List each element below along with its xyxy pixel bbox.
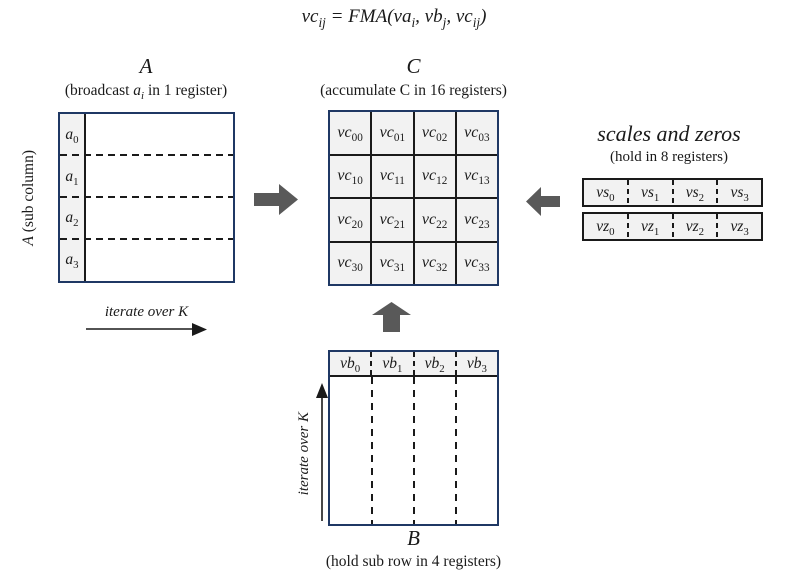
- a-row-divider: [60, 154, 233, 156]
- vs-cell-2: vs2: [685, 183, 705, 204]
- bar-divider: [454, 352, 457, 375]
- vz-cell-1: vz1: [640, 217, 660, 238]
- arrow-right-icon: [254, 184, 298, 215]
- c-cell-21: vc21: [372, 199, 413, 241]
- b-register-row: vb0 vb1 vb2 vb3: [330, 352, 497, 377]
- arrow-up-icon: [372, 302, 411, 332]
- bar-divider: [626, 180, 629, 205]
- a-cell-1: a1: [65, 167, 79, 188]
- scales-subtitle: (hold in 8 registers): [610, 149, 728, 165]
- iterate-right-arrow-icon: [86, 323, 207, 336]
- c-subtitle: (accumulate C in 16 registers): [320, 82, 507, 99]
- b-iterate-label: iterate over K: [295, 412, 312, 496]
- scales-title: scales and zeros: [597, 121, 741, 146]
- a-cell-0: a0: [65, 125, 79, 146]
- bar-divider: [412, 352, 415, 375]
- a-row-divider: [60, 238, 233, 240]
- c-cell-03: vc03: [456, 112, 497, 154]
- vz-cell-0: vz0: [596, 217, 615, 238]
- b-subtitle: (hold sub row in 4 registers): [325, 553, 502, 570]
- a-row-divider: [60, 196, 233, 198]
- bar-divider: [716, 180, 719, 205]
- c-cell-11: vc11: [372, 155, 413, 197]
- vz-register-bar: vz0 vz1 vz2 vz3: [582, 212, 763, 241]
- b-matrix: vb0 vb1 vb2 vb3: [328, 350, 499, 526]
- c-title: C: [406, 54, 421, 78]
- c-cell-23: vc23: [456, 199, 497, 241]
- b-col-divider: [371, 377, 373, 524]
- c-cell-00: vc00: [330, 112, 371, 154]
- vs-cell-1: vs1: [640, 183, 660, 204]
- c-cell-30: vc30: [330, 242, 371, 284]
- c-matrix: vc00 vc01 vc02 vc03 vc10 vc11 vc12 vc13 …: [328, 110, 499, 286]
- c-cell-22: vc22: [414, 199, 455, 241]
- bar-divider: [626, 214, 629, 239]
- c-register-grid: vc00 vc01 vc02 vc03 vc10 vc11 vc12 vc13 …: [330, 112, 497, 284]
- bar-divider: [671, 180, 674, 205]
- c-cell-02: vc02: [414, 112, 455, 154]
- c-cell-13: vc13: [456, 155, 497, 197]
- a-title: A: [139, 54, 153, 78]
- c-cell-31: vc31: [372, 242, 413, 284]
- b-cell-2: vb2: [424, 354, 445, 375]
- bar-divider: [370, 352, 373, 375]
- b-cell-0: vb0: [340, 354, 361, 375]
- iterate-up-arrow-icon: [316, 383, 328, 521]
- a-matrix: a0 a1 a2 a3: [58, 112, 235, 283]
- b-col-divider: [413, 377, 415, 524]
- vz-cell-2: vz2: [685, 217, 705, 238]
- a-subtitle: (broadcast ai in 1 register): [64, 82, 228, 103]
- c-cell-12: vc12: [414, 155, 455, 197]
- a-iterate-label: iterate over K: [104, 304, 189, 320]
- c-cell-20: vc20: [330, 199, 371, 241]
- vs-cell-3: vs3: [730, 183, 749, 204]
- arrow-left-icon: [526, 187, 560, 216]
- bar-divider: [671, 214, 674, 239]
- fma-formula: vcij = FMA(vai, vbj, vcij): [301, 6, 487, 30]
- bar-divider: [716, 214, 719, 239]
- c-cell-33: vc33: [456, 242, 497, 284]
- c-cell-10: vc10: [330, 155, 371, 197]
- b-title: B: [407, 526, 420, 550]
- a-cell-3: a3: [65, 251, 79, 272]
- vs-cell-0: vs0: [596, 183, 615, 204]
- vz-cell-3: vz3: [730, 217, 749, 238]
- b-col-divider: [455, 377, 457, 524]
- a-cell-2: a2: [65, 209, 79, 230]
- a-side-label: A (sub column): [20, 149, 37, 246]
- c-cell-32: vc32: [414, 242, 455, 284]
- vs-register-bar: vs0 vs1 vs2 vs3: [582, 178, 763, 207]
- c-cell-01: vc01: [372, 112, 413, 154]
- b-cell-3: vb3: [466, 354, 487, 375]
- b-cell-1: vb1: [382, 354, 403, 375]
